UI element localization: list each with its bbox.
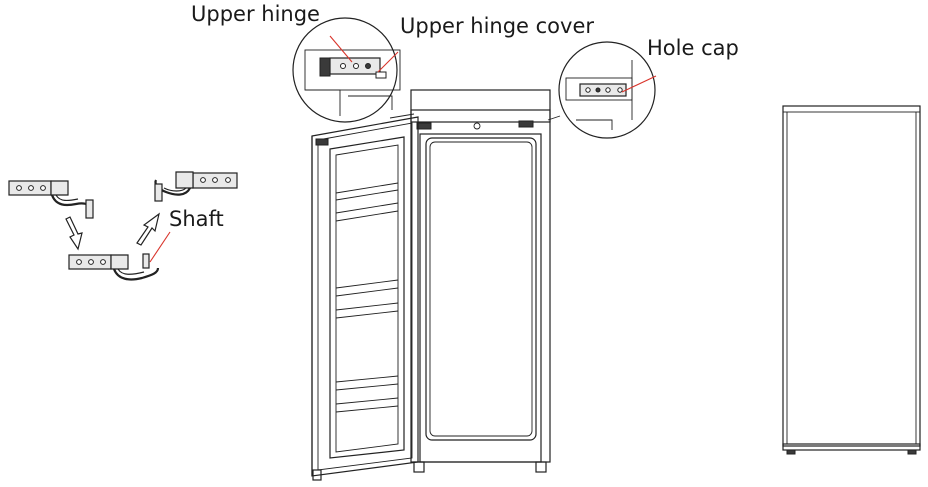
hinge-plate-step-1 [8,180,94,219]
zoom-circle-upper-hinge [292,17,401,123]
leader-line-hole-cap [621,75,657,93]
label-shaft: Shaft [169,207,224,231]
freezer-closed-front [782,105,921,455]
zoom-circle-hole-cap [558,41,656,139]
leader-line-upper-hinge [329,35,353,63]
label-upper-hinge-cover: Upper hinge cover [400,14,594,38]
leader-line-shaft [149,231,171,263]
leader-line-upper-hinge-cover [377,51,399,73]
hinge-plate-step-2 [68,253,160,281]
hollow-arrow-down-icon [65,216,83,251]
hollow-arrow-up-icon [136,212,160,246]
closed-door [782,105,921,447]
cabinet-body [410,89,551,463]
label-upper-hinge: Upper hinge [191,2,320,26]
label-hole-cap: Hole cap [647,36,739,60]
hinge-removal-steps: Shaft [8,171,238,281]
hinge-plate-step-3 [154,171,238,202]
freezer-open-door: Upper hinge Upper hinge cover Hole cap [191,2,739,481]
open-door [311,116,419,481]
